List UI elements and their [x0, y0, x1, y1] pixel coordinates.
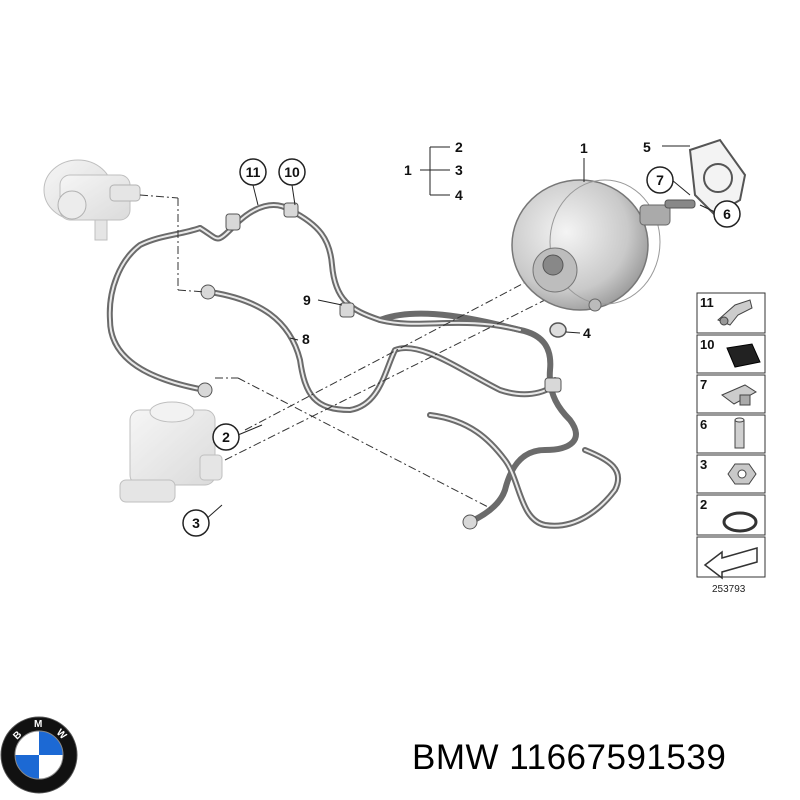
tree-callout-3: 3	[455, 162, 463, 178]
pin-icon	[734, 417, 745, 449]
callout-1: 1	[580, 140, 588, 156]
leader-lines	[139, 194, 546, 509]
bracket-clip-icon	[717, 299, 753, 326]
legend-number: 7	[700, 377, 707, 392]
legend-item-6: 6	[696, 414, 766, 454]
callout-8: 8	[302, 331, 310, 347]
callout-7: 7	[656, 172, 664, 188]
clamp-icon	[721, 384, 757, 406]
part-number-caption: BMW 11667591539	[412, 738, 727, 777]
legend-item-2: 2	[696, 494, 766, 536]
callout-9: 9	[303, 292, 311, 308]
callout-10-circle: 10	[278, 158, 306, 186]
brake-booster	[511, 179, 696, 312]
logo-letter-m: M	[34, 719, 42, 730]
o-ring-icon	[722, 511, 758, 533]
gasket-plate	[688, 138, 747, 217]
direction-arrow-icon	[703, 547, 758, 580]
vacuum-pump-ghost	[43, 159, 141, 241]
legend-number: 2	[700, 497, 707, 512]
diagram-reference-code: 253793	[712, 584, 746, 595]
callout-7-circle: 7	[646, 166, 674, 194]
callout-6: 6	[723, 206, 731, 222]
callout-3-circle: 3	[182, 509, 210, 537]
seal-washer	[549, 322, 567, 338]
legend-item-3: 3	[696, 454, 766, 494]
callout-2: 2	[222, 429, 230, 445]
callout-2-circle: 2	[212, 423, 240, 451]
tree-callout-4: 4	[455, 187, 463, 203]
tree-callout-root: 1	[404, 162, 412, 178]
legend-number: 10	[700, 337, 714, 352]
legend-item-11: 11	[696, 292, 766, 334]
legend-number: 3	[700, 457, 707, 472]
legend-number: 11	[700, 295, 714, 310]
master-cylinder-ghost	[119, 401, 223, 503]
callout-11-circle: 11	[239, 158, 267, 186]
filter-pad-icon	[726, 343, 761, 368]
hex-nut-icon	[727, 463, 757, 485]
callout-10: 10	[284, 164, 300, 180]
bmw-logo: B M W	[0, 716, 78, 794]
legend-item-10: 10	[696, 334, 766, 374]
callout-3: 3	[192, 515, 200, 531]
callout-leaders	[204, 145, 716, 521]
callout-4: 4	[583, 325, 591, 341]
callout-5: 5	[643, 139, 651, 155]
parts-legend: 11 10 7 6	[696, 292, 766, 595]
hose-connectors	[197, 202, 562, 530]
callout-6-circle: 6	[713, 200, 741, 228]
legend-number: 6	[700, 417, 707, 432]
legend-item-arrow	[696, 536, 766, 580]
callout-11: 11	[246, 164, 261, 180]
legend-item-7: 7	[696, 374, 766, 414]
tree-callout-2: 2	[455, 139, 463, 155]
